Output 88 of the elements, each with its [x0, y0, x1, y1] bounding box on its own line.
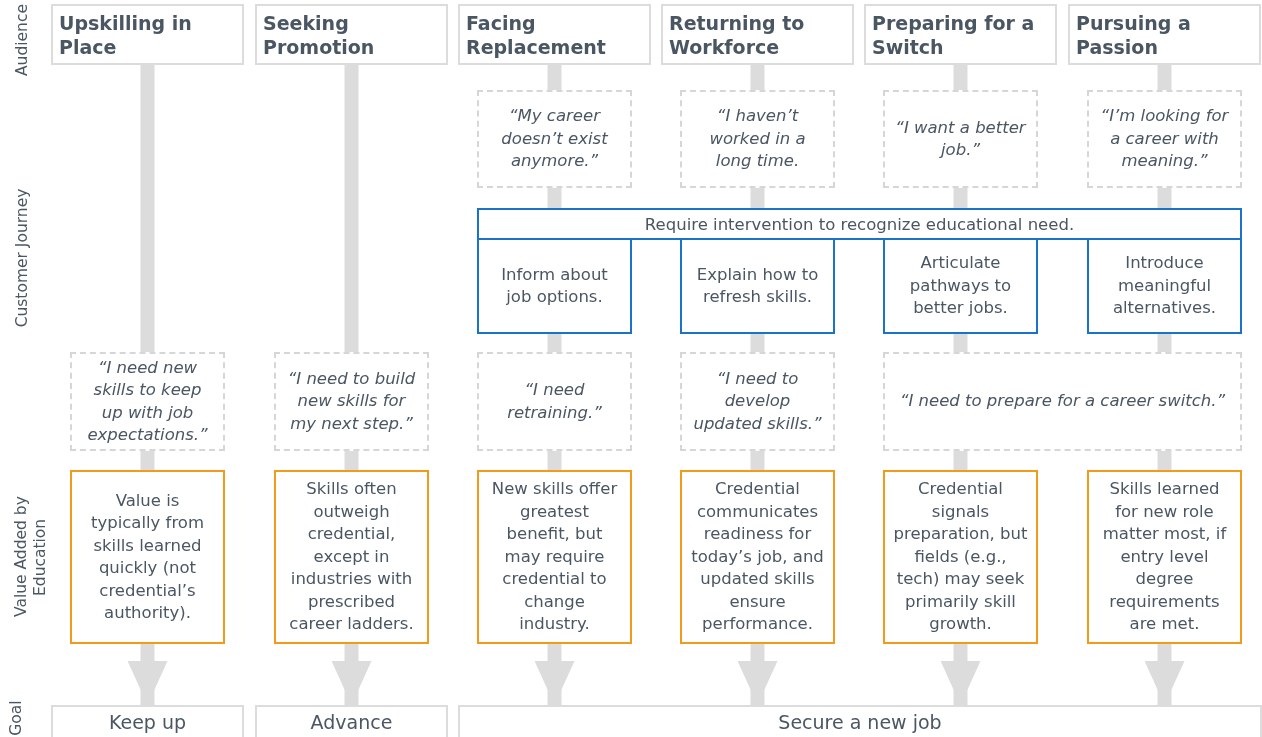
connector-line: [953, 188, 968, 208]
quote-text: “I need retraining.”: [506, 379, 603, 424]
connector-line: [547, 188, 562, 208]
connector-line: [547, 451, 562, 470]
quote-text: “My career doesn’t exist anymore.”: [500, 105, 609, 173]
quote-box: [680, 352, 835, 451]
arrow: [331, 644, 372, 705]
box-text: Seeking Promotion: [263, 11, 376, 59]
audience-box: [864, 4, 1057, 65]
connector-line: [1157, 334, 1172, 352]
intervention-box: [477, 208, 1242, 240]
quote-box: [477, 90, 632, 188]
quote-text: “I want a better job.”: [894, 116, 1027, 161]
quote-box: [1087, 90, 1242, 188]
connector-line: [750, 188, 765, 208]
connector-line: [344, 451, 359, 470]
box-text: Value is typically from skills learned quickly (not credential’s authority).: [89, 489, 206, 624]
value-box: [274, 470, 429, 644]
quote-box: [70, 352, 225, 451]
audience-box: [255, 4, 448, 65]
row-label: Audience: [12, 4, 32, 76]
value-box: [1087, 470, 1242, 644]
quote-box: [883, 90, 1038, 188]
box-text: Skills learned for new role matter most, if entry level degree requirements are met.: [1101, 478, 1228, 636]
box-text: Articulate pathways to better jobs.: [908, 252, 1013, 320]
box-text: Pursuing a Passion: [1076, 11, 1192, 59]
quote-text: “I need to develop updated skills.”: [692, 367, 823, 435]
quote-text: “I haven’t worked in a long time.: [708, 105, 807, 173]
box-text: Advance: [310, 711, 393, 733]
audience-box: [458, 4, 651, 65]
goal-box: [51, 705, 244, 737]
quote-text: “I need new skills to keep up with job expectations.”: [86, 356, 209, 446]
box-text: Secure a new job: [778, 711, 942, 733]
quote-text: “I need to prepare for a career switch.”: [899, 390, 1226, 413]
goal-box: [458, 705, 1262, 737]
box-text: Explain how to refresh skills.: [695, 263, 820, 308]
connector-line: [547, 65, 562, 90]
connector-line: [750, 334, 765, 352]
arrow: [127, 644, 168, 705]
arrow: [940, 644, 981, 705]
intervention-box: [680, 238, 835, 334]
box-text: Upskilling in Place: [59, 11, 193, 59]
audience-box: [51, 4, 244, 65]
value-box: [680, 470, 835, 644]
intervention-box: [883, 238, 1038, 334]
box-text: New skills offer greatest benefit, but may require credential to change industry.: [490, 478, 619, 636]
box-text: Credential signals preparation, but fields (e.g., tech) may seek primarily skill growth.: [893, 478, 1028, 636]
row-label: Customer Journey: [12, 188, 32, 328]
box-text: Preparing for a Switch: [872, 11, 1036, 59]
row-label: Value Added by Education: [12, 495, 50, 620]
value-box: [477, 470, 632, 644]
connector-line: [140, 65, 155, 352]
box-text: Keep up: [108, 711, 187, 733]
audience-box: [661, 4, 854, 65]
intervention-box: [1087, 238, 1242, 334]
value-box: [883, 470, 1038, 644]
value-box: [70, 470, 225, 644]
box-text: Skills often outweigh credential, except in industries with prescribed career ladders.: [288, 478, 415, 636]
connector-line: [750, 65, 765, 90]
box-text: Returning to Workforce: [669, 11, 806, 59]
connector-line: [344, 65, 359, 352]
connector-line: [1157, 65, 1172, 90]
arrow: [534, 644, 575, 705]
box-text: Credential communicates readiness for today’s job, and updated skills ensure performance.: [690, 478, 825, 636]
quote-box: [274, 352, 429, 451]
connector-line: [140, 451, 155, 470]
box-text: Introduce meaningful alternatives.: [1111, 252, 1218, 320]
goal-box: [255, 705, 448, 737]
row-label: Goal: [6, 700, 26, 736]
quote-text: “I need to build new skills for my next step.”: [286, 367, 417, 435]
connector-line: [953, 451, 968, 470]
connector-line: [953, 334, 968, 352]
connector-line: [750, 451, 765, 470]
connector-line: [1157, 451, 1172, 470]
box-text: Facing Replacement: [466, 11, 607, 59]
quote-box: [477, 352, 632, 451]
quote-text: “I’m looking for a career with meaning.”: [1099, 105, 1230, 173]
box-text: Require intervention to recognize educational need.: [644, 214, 1075, 234]
arrow: [737, 644, 778, 705]
connector-line: [547, 334, 562, 352]
audience-box: [1068, 4, 1261, 65]
connector-line: [953, 65, 968, 90]
intervention-box: [477, 238, 632, 334]
quote-box: [680, 90, 835, 188]
quote-box: [883, 352, 1242, 451]
arrow: [1144, 644, 1185, 705]
connector-line: [1157, 188, 1172, 208]
box-text: Inform about job options.: [500, 263, 609, 308]
